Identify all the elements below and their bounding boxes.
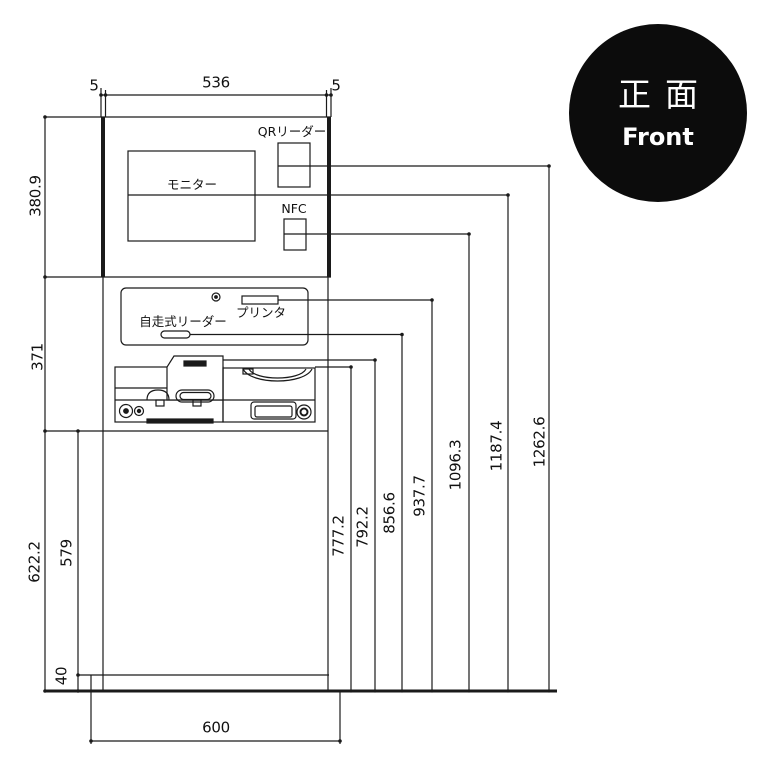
dim-top-inner-width: 536 — [202, 73, 230, 92]
dim-top-left-margin: 5 — [89, 76, 99, 95]
dimension-lines — [44, 88, 341, 744]
dim-base-width: 600 — [202, 718, 230, 737]
view-badge: 正面 Front — [569, 24, 747, 202]
dim-height-777: 777.2 — [329, 515, 348, 557]
qr-reader-outline — [277, 142, 550, 691]
dim-height-1187: 1187.4 — [487, 420, 506, 472]
dim-base-height: 40 — [52, 666, 71, 686]
nfc-label: NFC — [281, 200, 307, 216]
printer-label: プリンタ — [235, 304, 287, 320]
dim-head-height: 380.9 — [26, 175, 45, 217]
dimension-dots — [43, 93, 551, 743]
view-badge-title-en: Front — [622, 122, 694, 151]
nfc-outline — [283, 218, 470, 691]
cabinet-outline — [45, 116, 557, 693]
qr-reader-label: QRリーダー — [257, 123, 327, 139]
dim-door-height: 579 — [57, 539, 76, 567]
view-badge-title-ja: 正面 — [618, 74, 712, 114]
self-reader-label: 自走式リーダー — [139, 313, 227, 329]
monitor-label: モニター — [166, 176, 218, 192]
dim-height-856: 856.6 — [380, 492, 399, 534]
dim-height-792: 792.2 — [353, 506, 372, 548]
dim-height-1262: 1262.6 — [530, 416, 549, 468]
dim-top-right-margin: 5 — [331, 76, 341, 95]
dim-height-937: 937.7 — [410, 475, 429, 517]
dim-mid-height: 371 — [28, 343, 47, 371]
dim-lower-total: 622.2 — [25, 541, 44, 583]
monitor-outline — [127, 150, 509, 691]
dim-height-1096: 1096.3 — [446, 439, 465, 491]
printer-panel-outline — [120, 287, 433, 691]
reader-device-outline — [114, 355, 376, 691]
